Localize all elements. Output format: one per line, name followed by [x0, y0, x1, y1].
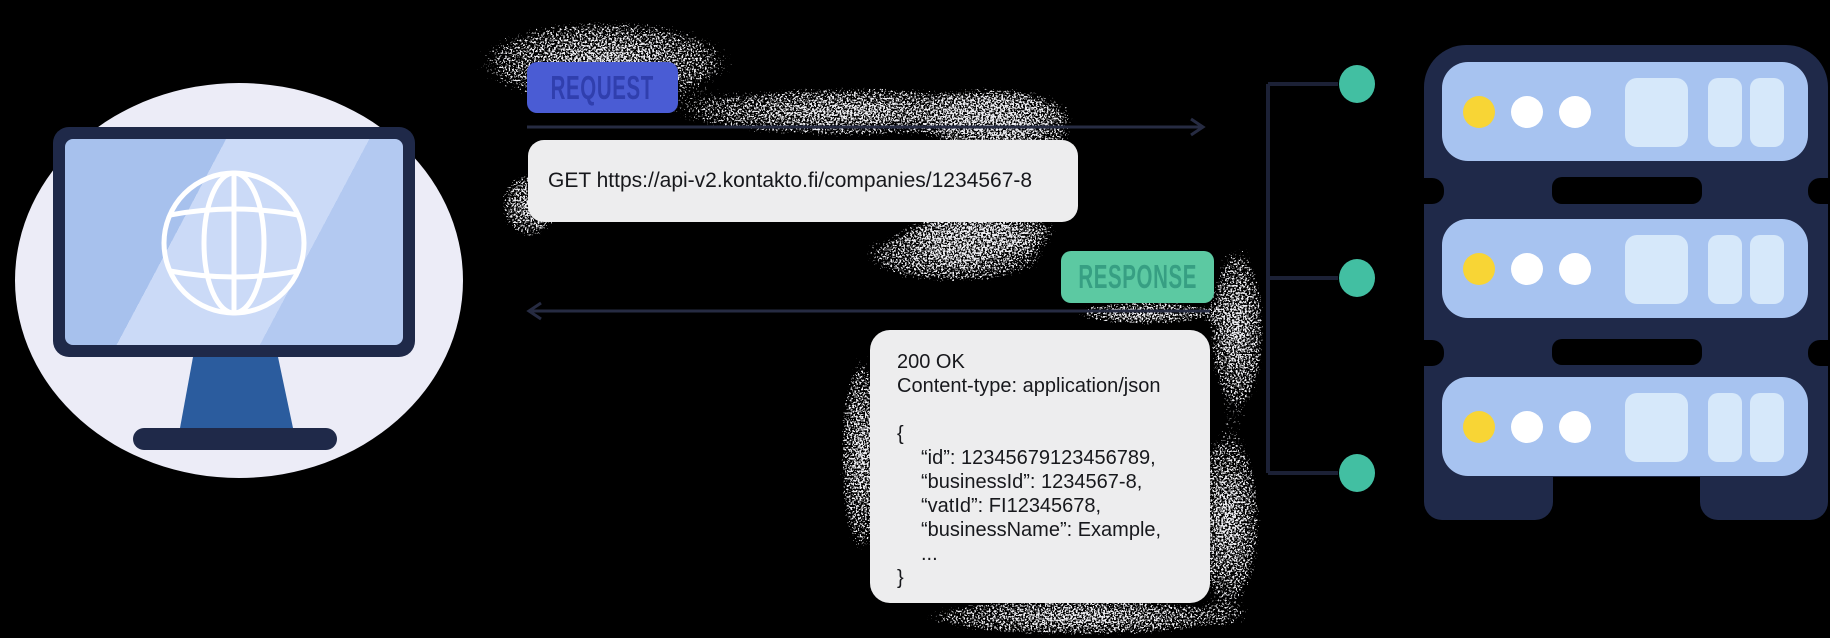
connection-node-icon — [1339, 259, 1375, 297]
power-led-icon — [1463, 253, 1495, 285]
vent-slot-icon — [1750, 393, 1784, 462]
response-json-vat-id: “vatId”: FI12345678, — [921, 495, 1102, 517]
connection-node-icon — [1339, 454, 1375, 492]
request-badge-label: REQUEST — [550, 68, 655, 106]
connection-node-icon — [1339, 65, 1375, 103]
response-json-id: “id”: 12345679123456789, — [921, 447, 1156, 469]
vent-slot-icon — [1708, 78, 1742, 147]
response-json-close: } — [897, 567, 904, 589]
status-led-icon — [1511, 96, 1543, 128]
server-side-pinch — [1404, 340, 1444, 366]
monitor-base — [133, 428, 337, 450]
drive-bay-icon — [1625, 235, 1688, 304]
request-badge: REQUEST — [527, 62, 678, 113]
response-badge: RESPONSE — [1061, 251, 1214, 303]
status-led-icon — [1511, 411, 1543, 443]
response-json-business-id: “businessId”: 1234567-8, — [921, 471, 1143, 493]
drive-bay-icon — [1625, 78, 1688, 147]
server-side-pinch — [1808, 340, 1830, 366]
response-json-open: { — [897, 423, 904, 445]
response-status-line: 200 OK — [897, 351, 965, 373]
vent-slot-icon — [1750, 78, 1784, 147]
response-blank-line — [897, 398, 1190, 422]
power-led-icon — [1463, 411, 1495, 443]
request-url-text: GET https://api-v2.kontakto.fi/companies… — [548, 169, 1033, 192]
server-unit — [1442, 377, 1808, 476]
server-unit — [1442, 219, 1808, 318]
status-led-icon — [1511, 253, 1543, 285]
request-url-box: GET https://api-v2.kontakto.fi/companies… — [528, 140, 1078, 222]
server-gap-notch — [1552, 177, 1702, 204]
vent-slot-icon — [1708, 235, 1742, 304]
status-led-icon — [1559, 96, 1591, 128]
server-side-pinch — [1808, 178, 1830, 204]
server-leg-left — [1424, 477, 1553, 520]
response-body-box: 200 OK Content-type: application/json { … — [870, 330, 1210, 603]
monitor-screen — [65, 139, 403, 345]
response-arrowhead-icon — [526, 301, 542, 321]
globe-icon — [161, 170, 307, 316]
vent-slot-icon — [1708, 393, 1742, 462]
drive-bay-icon — [1625, 393, 1688, 462]
monitor-icon — [53, 127, 415, 357]
status-led-icon — [1559, 253, 1591, 285]
response-content-type-line: Content-type: application/json — [897, 375, 1161, 397]
power-led-icon — [1463, 96, 1495, 128]
response-badge-label: RESPONSE — [1078, 258, 1197, 295]
server-leg-right — [1700, 477, 1828, 520]
server-unit — [1442, 62, 1808, 161]
response-json-business-name: “businessName”: Example, — [921, 519, 1162, 541]
request-arrowhead-icon — [1190, 117, 1206, 137]
response-json-ellipsis: ... — [921, 543, 938, 565]
status-led-icon — [1559, 411, 1591, 443]
server-side-pinch — [1404, 178, 1444, 204]
server-gap-notch — [1552, 339, 1702, 365]
vent-slot-icon — [1750, 235, 1784, 304]
monitor-stand — [180, 357, 293, 428]
